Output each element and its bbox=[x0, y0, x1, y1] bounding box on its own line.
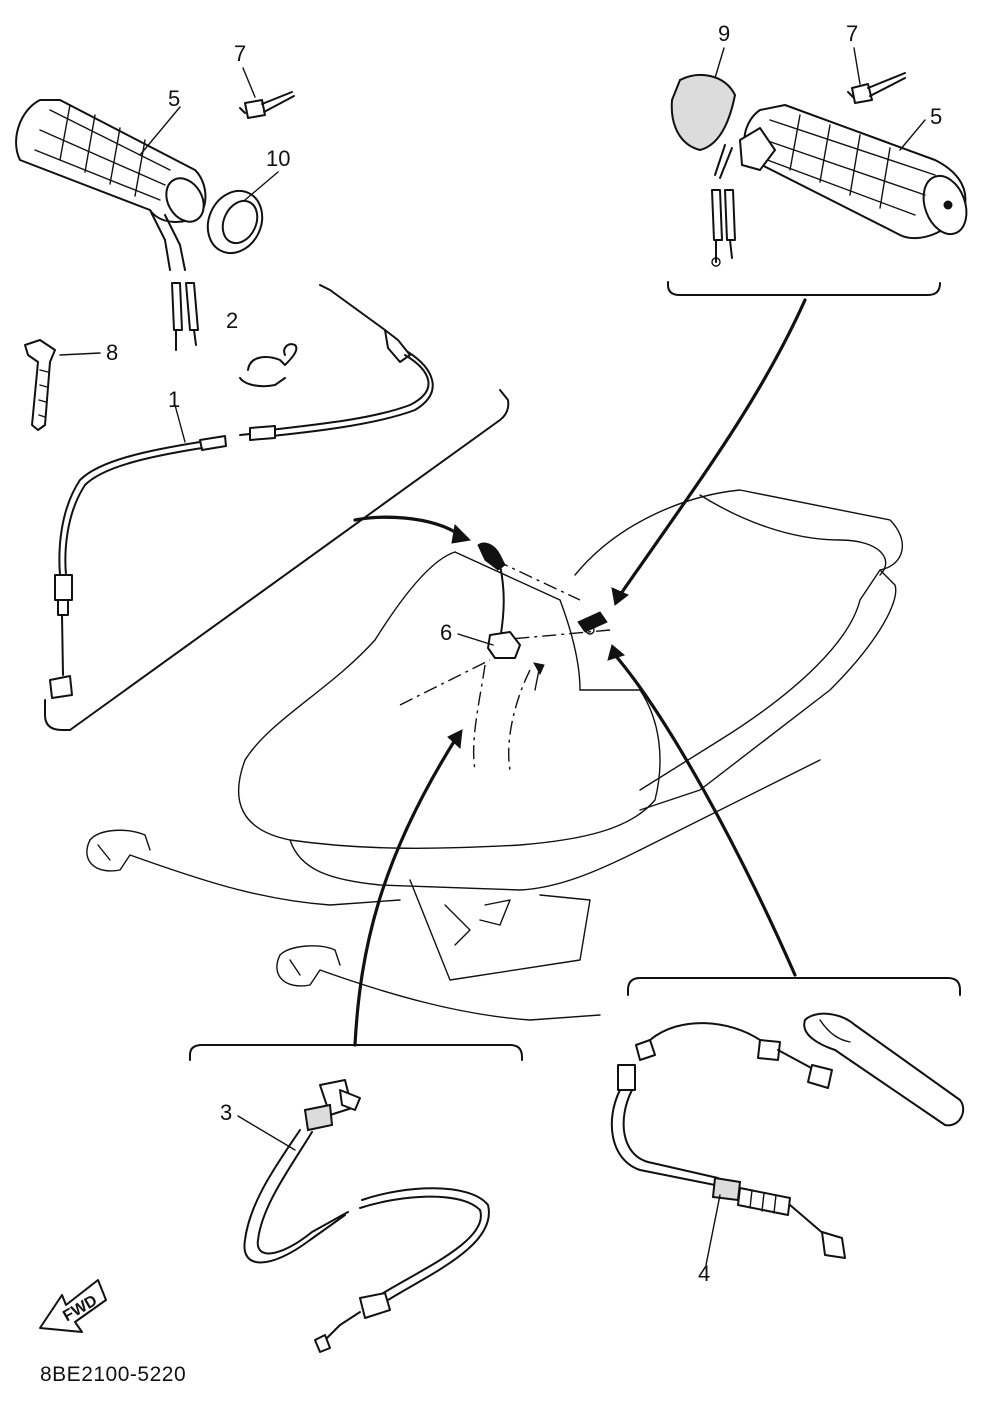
callout-7-right: 7 bbox=[846, 21, 859, 46]
clip-2 bbox=[239, 343, 298, 388]
inset-bottom-left bbox=[189, 1044, 523, 1353]
callout-4: 4 bbox=[698, 1261, 711, 1286]
callout-3: 3 bbox=[220, 1100, 233, 1125]
callout-5-right: 5 bbox=[930, 104, 943, 129]
inset-top-right bbox=[667, 72, 968, 296]
part-code: 8BE2100-5220 bbox=[40, 1363, 187, 1386]
right-grip bbox=[711, 104, 968, 267]
start-cable-3 bbox=[243, 1079, 490, 1353]
ring-10 bbox=[206, 189, 264, 255]
bolt-7-right bbox=[847, 72, 906, 104]
left-grip bbox=[15, 99, 207, 351]
callout-5-left: 5 bbox=[168, 86, 181, 111]
inset-top-left bbox=[15, 91, 510, 731]
handlebar-assembly bbox=[399, 542, 611, 771]
inset-bottom-right bbox=[610, 977, 965, 1259]
callout-6: 6 bbox=[440, 620, 453, 645]
callout-10: 10 bbox=[266, 146, 291, 171]
brake-cable-4 bbox=[610, 1012, 965, 1259]
callout-1: 1 bbox=[168, 387, 181, 412]
bolt-7-left bbox=[239, 91, 295, 119]
snowmobile-body bbox=[86, 489, 903, 1021]
callout-2: 2 bbox=[226, 308, 239, 333]
callout-8: 8 bbox=[106, 340, 119, 365]
callout-9: 9 bbox=[718, 21, 731, 46]
cap-9 bbox=[670, 74, 737, 152]
throttle-cable-1 bbox=[49, 284, 434, 699]
tie-strap-8 bbox=[24, 339, 56, 431]
callout-7-left: 7 bbox=[234, 41, 247, 66]
leader-lines bbox=[59, 47, 926, 1266]
fwd-arrow-icon: FWD bbox=[39, 1279, 107, 1333]
connector-arrows bbox=[353, 298, 807, 1047]
